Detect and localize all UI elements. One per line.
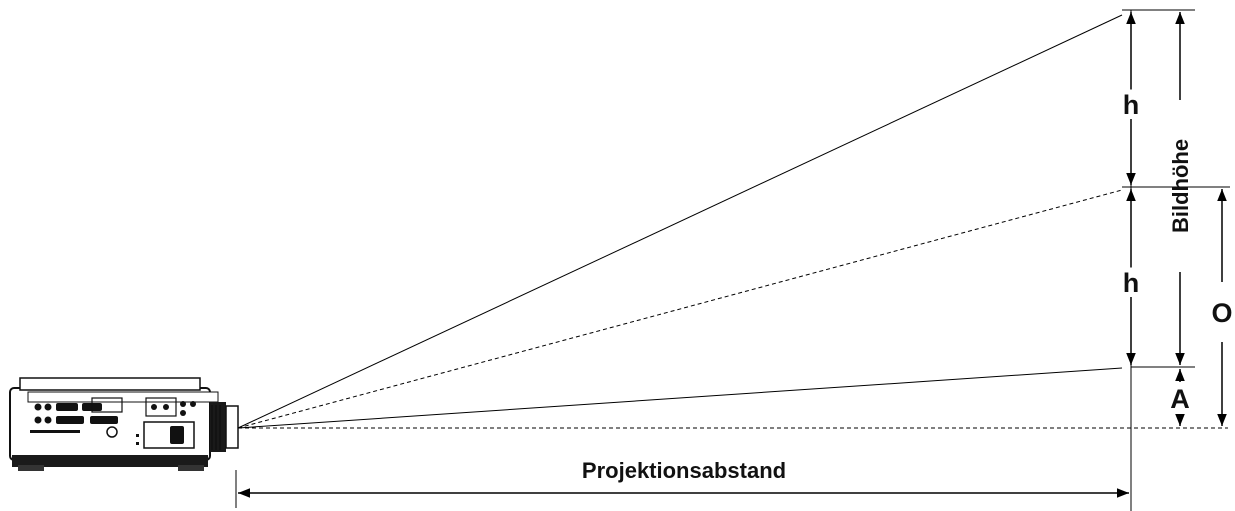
top-ray — [237, 14, 1123, 429]
bottom-ray — [237, 367, 1123, 429]
image-height-label: Bildhöhe — [1168, 139, 1193, 233]
a-label: A — [1170, 384, 1190, 414]
projector-icon — [9, 377, 239, 471]
h-bottom-label: h — [1123, 268, 1140, 298]
center-ray — [237, 189, 1123, 429]
offset-label: O — [1211, 298, 1232, 328]
distance-label: Projektionsabstand — [582, 458, 786, 483]
dimension-arrows — [238, 11, 1227, 498]
projection-rays — [237, 14, 1228, 429]
screen-lines — [235, 9, 1230, 511]
h-top-label: h — [1123, 90, 1140, 120]
